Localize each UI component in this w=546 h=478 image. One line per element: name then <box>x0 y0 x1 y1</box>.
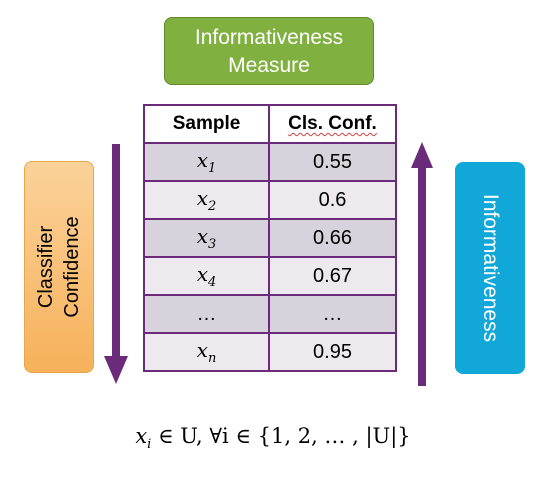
classifier-confidence-box: Classifier Confidence <box>24 161 94 373</box>
down-arrow-icon <box>104 144 128 384</box>
formula: xi ∈ U, ∀i ∈ {1, 2, … , |U|} <box>0 424 546 452</box>
header-cls-conf-text: Cls. Conf. <box>288 113 377 134</box>
sample-cell: x1 <box>143 142 270 182</box>
confidence-cell: 0.67 <box>268 256 397 296</box>
table-row: … … <box>143 294 397 334</box>
header-cls-conf: Cls. Conf. <box>268 104 397 144</box>
title-line-1: Informativeness <box>194 26 344 49</box>
sample-cell: … <box>143 294 270 334</box>
left-label-line-2: Confidence <box>61 216 83 318</box>
sample-var: x <box>196 262 208 286</box>
sample-confidence-table: Sample Cls. Conf. x1 0.55 x2 0.6 x3 0.66… <box>143 104 397 372</box>
right-label: Informativeness <box>479 193 502 343</box>
sample-cell: xn <box>143 332 270 372</box>
sample-var: x <box>196 148 208 172</box>
table-row: x1 0.55 <box>143 142 397 182</box>
left-label-line-1: Classifier <box>35 225 57 309</box>
table-row: x2 0.6 <box>143 180 397 220</box>
formula-sub: i <box>147 437 152 453</box>
confidence-cell: 0.6 <box>268 180 397 220</box>
sample-var: x <box>196 186 208 210</box>
table-header-row: Sample Cls. Conf. <box>143 104 397 144</box>
formula-var: x <box>135 424 148 448</box>
formula-rest: ∈ U, ∀i ∈ {1, 2, … , |U|} <box>151 424 411 448</box>
confidence-cell: … <box>268 294 397 334</box>
sample-var: x <box>196 224 208 248</box>
sample-sub: 1 <box>208 161 217 176</box>
title-line-2: Measure <box>228 54 310 77</box>
table-row: x4 0.67 <box>143 256 397 296</box>
confidence-cell: 0.66 <box>268 218 397 258</box>
informativeness-measure-box: Informativeness Measure <box>164 17 374 85</box>
table-row: xn 0.95 <box>143 332 397 372</box>
sample-sub: 2 <box>208 199 217 214</box>
sample-sub: n <box>207 351 217 366</box>
sample-sub: 4 <box>208 275 217 290</box>
confidence-cell: 0.95 <box>268 332 397 372</box>
header-sample: Sample <box>143 104 270 144</box>
up-arrow-icon <box>411 142 433 386</box>
sample-cell: x3 <box>143 218 270 258</box>
sample-var: x <box>196 338 208 362</box>
sample-cell: x2 <box>143 180 270 220</box>
confidence-cell: 0.55 <box>268 142 397 182</box>
informativeness-box: Informativeness <box>455 162 525 374</box>
table-row: x3 0.66 <box>143 218 397 258</box>
sample-sub: 3 <box>208 237 217 252</box>
sample-cell: x4 <box>143 256 270 296</box>
